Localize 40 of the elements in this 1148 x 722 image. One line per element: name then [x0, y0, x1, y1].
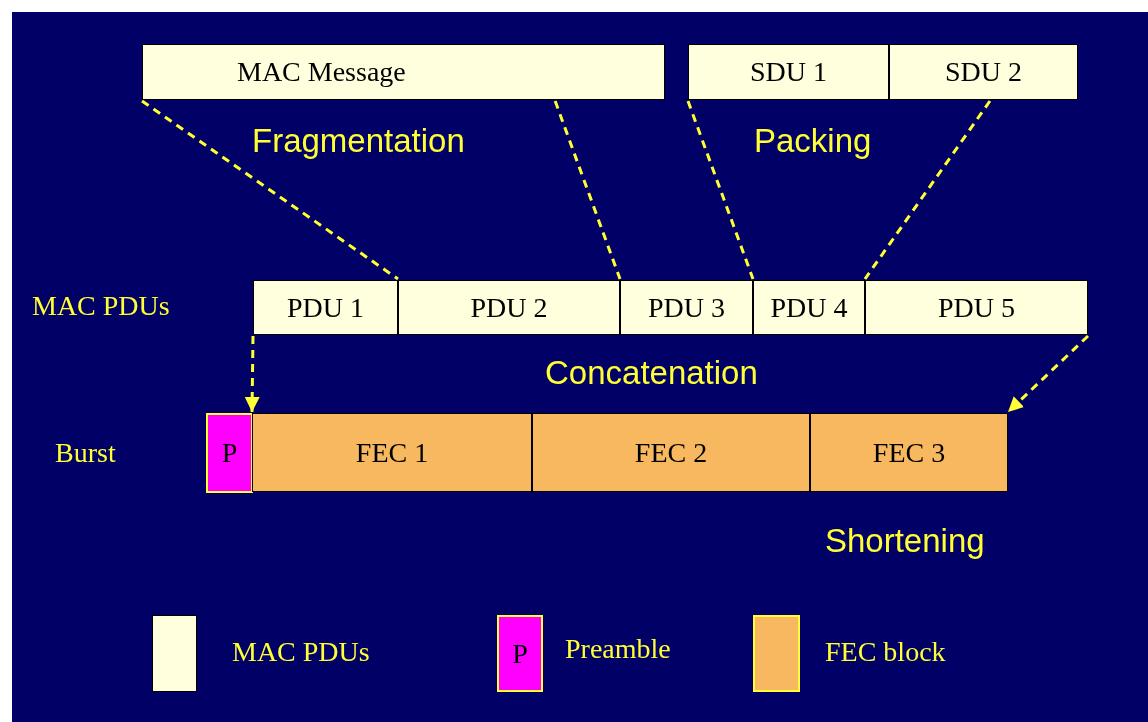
legend-label: Preamble	[565, 633, 671, 665]
data-block	[753, 280, 865, 335]
data-block	[865, 280, 1088, 335]
block-label: PDU 1	[287, 291, 364, 324]
block-label: PDU 3	[648, 291, 725, 324]
swatch-letter: P	[512, 637, 528, 670]
fec-block	[252, 413, 532, 492]
row-label: MAC PDUs	[32, 290, 170, 322]
dashed-line	[553, 100, 622, 280]
process-label: Concatenation	[545, 354, 758, 392]
block-label: PDU 2	[470, 291, 548, 324]
dashed-arrow	[1006, 334, 1090, 414]
data-block	[889, 44, 1078, 100]
data-block	[253, 280, 398, 335]
data-block	[620, 280, 753, 335]
dashed-line	[141, 99, 399, 281]
row-label: Burst	[55, 437, 116, 469]
process-label: Fragmentation	[252, 122, 465, 160]
block-label: FEC 3	[872, 436, 946, 469]
dashed-arrow	[244, 335, 260, 413]
fec-block	[532, 413, 810, 492]
dashed-line	[863, 100, 992, 280]
process-label: Packing	[754, 122, 872, 160]
data-block	[142, 44, 665, 100]
block-label: SDU 2	[945, 56, 1022, 88]
block-label: FEC 2	[634, 436, 708, 469]
legend-label: MAC PDUs	[232, 636, 370, 668]
dashed-line	[686, 100, 755, 280]
block-label: SDU 1	[750, 56, 827, 88]
block-label: P	[221, 437, 238, 469]
fec-block	[810, 413, 1008, 492]
data-block	[398, 280, 620, 335]
data-block	[688, 44, 889, 100]
block-label: PDU 4	[770, 291, 848, 324]
preamble-block	[206, 413, 253, 493]
block-label: PDU 5	[938, 291, 1015, 324]
process-label: Shortening	[825, 522, 985, 560]
legend-label: FEC block	[825, 636, 946, 668]
block-label: FEC 1	[355, 436, 429, 469]
block-label: MAC Message	[237, 56, 406, 88]
